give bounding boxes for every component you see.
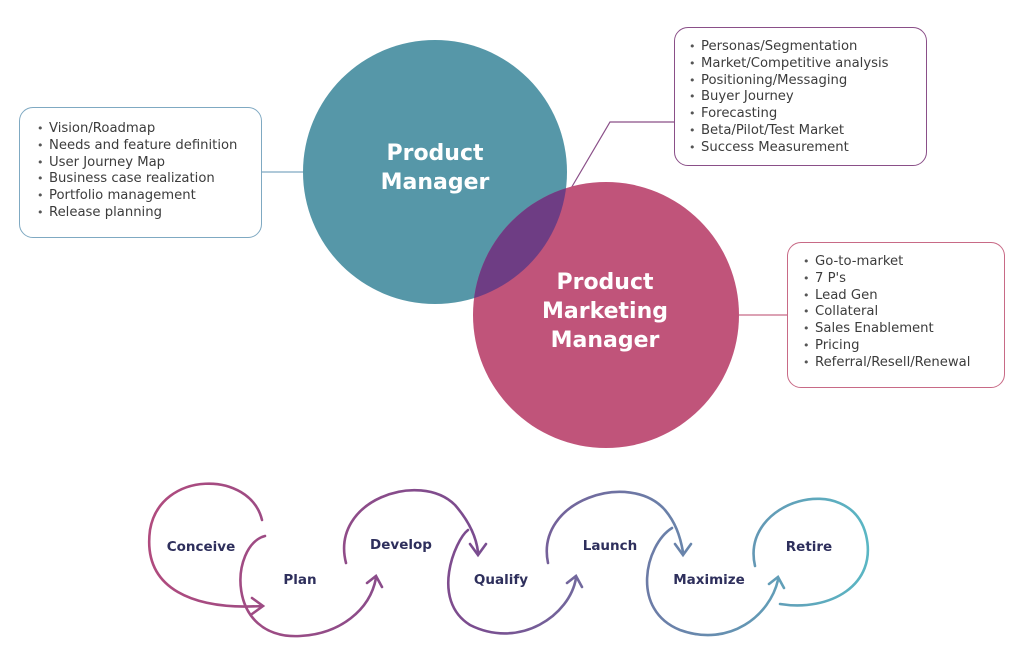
- list-item: •Sales Enablement: [803, 321, 934, 337]
- loop-qualify: [446, 528, 578, 635]
- list-item: •Needs and feature definition: [37, 137, 238, 153]
- pmm-execution-box: •Go-to-market •7 P's •Lead Gen •Collater…: [787, 242, 1005, 388]
- loop-conceive: [147, 482, 264, 608]
- pm-list: •Vision/Roadmap •Needs and feature defin…: [37, 121, 261, 222]
- arrow-qualify: [565, 574, 584, 589]
- loop-launch: [545, 490, 685, 565]
- loop-develop: [342, 488, 480, 565]
- list-item: •Success Measurement: [689, 139, 849, 155]
- pm-title-line1: Product: [386, 141, 484, 166]
- list-item: •Buyer Journey: [689, 89, 794, 105]
- list-item: •Referral/Resell/Renewal: [803, 354, 971, 370]
- list-item: •Pricing: [803, 337, 860, 353]
- pm-title-line2: Manager: [380, 170, 490, 195]
- product-marketing-manager-title: Product Marketing Manager: [505, 268, 705, 355]
- stage-retire-label: Retire: [785, 539, 833, 555]
- pmm-title-line2: Marketing: [541, 299, 669, 324]
- stage-conceive-label: Conceive: [166, 539, 236, 555]
- loop-retire: [752, 497, 870, 607]
- loop-maximize: [645, 526, 780, 637]
- list-item: •Go-to-market: [803, 254, 904, 269]
- arrow-maximize: [767, 575, 786, 590]
- arrow-plan: [365, 574, 384, 589]
- overlap-region: [473, 182, 567, 304]
- product-manager-title: Product Manager: [335, 139, 535, 197]
- list-item: •User Journey Map: [37, 154, 166, 170]
- stage-plan-label: Plan: [283, 572, 317, 588]
- pmm-right-list: •Go-to-market •7 P's •Lead Gen •Collater…: [803, 254, 1004, 372]
- pmm-strategy-box: •Personas/Segmentation •Market/Competiti…: [674, 27, 927, 166]
- loop-plan: [239, 534, 378, 638]
- arrow-conceive: [250, 596, 266, 616]
- list-item: •Portfolio management: [37, 188, 196, 204]
- stage-launch-label: Launch: [582, 538, 638, 554]
- pmm-title-line3: Manager: [550, 328, 660, 353]
- list-item: •Lead Gen: [803, 287, 878, 303]
- pmm-top-connector: [559, 121, 675, 208]
- stage-maximize-label: Maximize: [673, 572, 745, 588]
- arrow-develop: [468, 542, 488, 558]
- stage-develop-label: Develop: [370, 537, 432, 553]
- stage-qualify-label: Qualify: [473, 572, 529, 588]
- list-item: •Forecasting: [689, 106, 778, 122]
- list-item: •Positioning/Messaging: [689, 72, 848, 88]
- product-manager-responsibilities-box: •Vision/Roadmap •Needs and feature defin…: [19, 107, 262, 238]
- list-item: •Beta/Pilot/Test Market: [689, 122, 845, 138]
- list-item: •Vision/Roadmap: [37, 121, 156, 136]
- list-item: •Release planning: [37, 204, 162, 220]
- list-item: •Personas/Segmentation: [689, 39, 858, 54]
- list-item: •7 P's: [803, 270, 847, 286]
- arrow-launch: [673, 542, 693, 558]
- list-item: •Business case realization: [37, 171, 215, 187]
- lifecycle-flow: [147, 482, 870, 638]
- pmm-title-line1: Product: [556, 270, 654, 295]
- pmm-top-list: •Personas/Segmentation •Market/Competiti…: [689, 39, 926, 157]
- list-item: •Collateral: [803, 304, 879, 320]
- list-item: •Market/Competitive analysis: [689, 55, 889, 71]
